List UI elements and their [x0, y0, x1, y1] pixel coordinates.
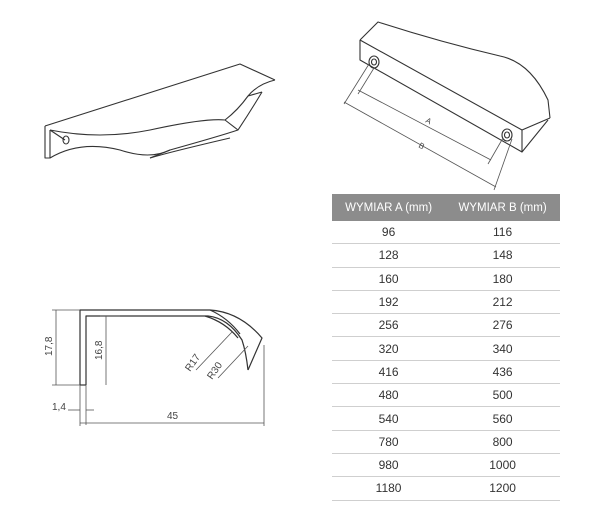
- cell-a: 1180: [332, 476, 446, 501]
- header-wymiar-b: WYMIAR B (mm): [445, 194, 560, 221]
- dimension-height-outer: 17,8: [44, 336, 55, 356]
- cell-a: 96: [332, 221, 446, 245]
- cell-b: 212: [445, 290, 560, 315]
- dimension-lines-ab: [343, 63, 513, 191]
- cell-a: 192: [332, 290, 446, 315]
- cell-b: 340: [445, 336, 560, 361]
- header-wymiar-a: WYMIAR A (mm): [332, 194, 446, 221]
- cell-a: 256: [332, 313, 446, 338]
- cell-a: 320: [332, 336, 446, 361]
- table-header-row: WYMIAR A (mm) WYMIAR B (mm): [332, 194, 560, 221]
- dimension-depth: 45: [167, 411, 179, 422]
- cell-b: 1000: [445, 453, 560, 478]
- cell-a: 540: [332, 406, 446, 431]
- cell-b: 436: [445, 360, 560, 385]
- cell-a: 980: [332, 453, 446, 478]
- profile-cross-section: [79, 309, 263, 386]
- cell-b: 560: [445, 406, 560, 431]
- cell-b: 180: [445, 267, 560, 291]
- cell-a: 160: [332, 267, 446, 291]
- isometric-handle-left: [44, 63, 276, 159]
- cell-a: 780: [332, 430, 446, 454]
- cell-b: 148: [445, 243, 560, 268]
- dimension-b-label: B: [417, 141, 426, 151]
- dimension-radius-small: R17: [183, 352, 203, 374]
- profile-dimensions: [52, 309, 265, 426]
- cell-b: 800: [445, 430, 560, 454]
- cell-b: 276: [445, 313, 560, 338]
- dimension-height-inner: 16,8: [94, 340, 105, 360]
- cell-b: 500: [445, 383, 560, 408]
- dimension-thickness: 1,4: [52, 402, 66, 413]
- cell-a: 128: [332, 243, 446, 268]
- cell-b: 1200: [445, 476, 560, 501]
- cell-a: 480: [332, 383, 446, 408]
- dimension-a-label: A: [424, 116, 434, 127]
- cell-b: 116: [445, 221, 560, 245]
- cell-a: 416: [332, 360, 446, 385]
- dimension-radius-large: R30: [205, 360, 225, 382]
- isometric-handle-right: [359, 21, 551, 153]
